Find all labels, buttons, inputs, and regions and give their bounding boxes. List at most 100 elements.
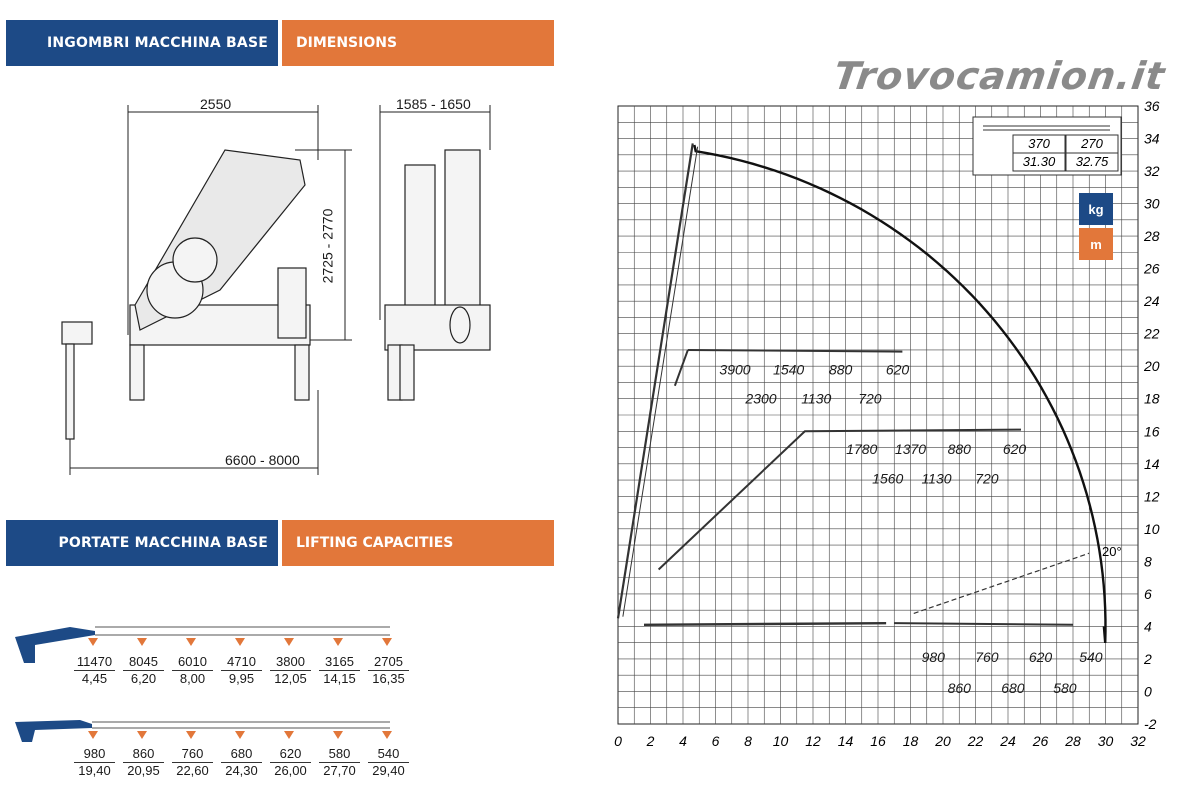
dimensions-banner-en: DIMENSIONS	[282, 20, 554, 66]
y-tick-label: 26	[1143, 261, 1160, 277]
tip-kg-2: 270	[1080, 136, 1103, 151]
boom-vertical	[616, 143, 694, 619]
x-tick-label: 14	[838, 733, 854, 749]
lifting-banner: PORTATE MACCHINA BASE LIFTING CAPACITIES	[6, 520, 554, 566]
x-tick-label: 24	[999, 733, 1016, 749]
y-tick-label: 34	[1144, 131, 1160, 147]
boom-capacity-label: 760	[975, 649, 999, 665]
dim-outrigger-span: 6600 - 8000	[225, 452, 300, 468]
x-tick-label: 6	[712, 733, 720, 749]
tip-m-2: 32.75	[1076, 154, 1109, 169]
y-tick-label: 18	[1144, 391, 1160, 407]
tip-kg-1: 370	[1028, 136, 1050, 151]
boom-capacity-label: 1540	[773, 361, 804, 377]
x-tick-label: 4	[679, 733, 687, 749]
y-tick-label: -2	[1144, 716, 1157, 732]
boom-capacity-label: 980	[922, 649, 946, 665]
x-tick-label: 2	[646, 733, 655, 749]
y-tick-label: 20	[1143, 358, 1160, 374]
boom-capacity-label: 880	[948, 441, 972, 457]
boom-capacity-label: 3900	[719, 361, 750, 377]
boom-jib-20deg	[913, 552, 1090, 614]
y-tick-label: 2	[1143, 651, 1152, 667]
x-tick-label: 20	[934, 733, 951, 749]
y-tick-label: 14	[1144, 456, 1160, 472]
boom-capacity-label: 620	[1029, 649, 1053, 665]
unit-m: m	[1090, 237, 1102, 252]
boom-capacity-label: 860	[948, 680, 972, 696]
y-tick-label: 0	[1144, 683, 1152, 699]
dimensions-banner-it: INGOMBRI MACCHINA BASE	[6, 20, 278, 66]
lifting-banner-it: PORTATE MACCHINA BASE	[6, 520, 278, 566]
boom-capacity-label: 580	[1053, 680, 1077, 696]
boom-capacity-label: 680	[1001, 680, 1025, 696]
y-tick-label: 10	[1144, 521, 1160, 537]
x-tick-label: 22	[967, 733, 984, 749]
boom-capacity-label: 2300	[744, 391, 776, 407]
boom-capacity-label: 1370	[895, 441, 926, 457]
y-tick-label: 30	[1144, 196, 1160, 212]
y-tick-label: 4	[1144, 618, 1152, 634]
main-boom-icon	[15, 626, 392, 663]
reach-envelope	[693, 144, 1107, 644]
unit-kg: kg	[1088, 202, 1103, 217]
x-tick-label: 30	[1098, 733, 1114, 749]
boom-capacity-label: 720	[975, 470, 999, 486]
tip-m-1: 31.30	[1023, 154, 1056, 169]
reach-grid	[617, 105, 1139, 725]
boom-level-4	[643, 621, 887, 626]
x-tick-label: 18	[903, 733, 919, 749]
boom-positions	[616, 143, 1107, 644]
unit-legend: kg m	[1079, 193, 1113, 260]
x-tick-label: 8	[744, 733, 752, 749]
x-tick-label: 26	[1032, 733, 1049, 749]
dimensions-banner: INGOMBRI MACCHINA BASE DIMENSIONS	[6, 20, 554, 66]
jib-boom-icon	[15, 720, 392, 742]
lifting-banner-en: LIFTING CAPACITIES	[282, 520, 554, 566]
dim-side-width: 1585 - 1650	[396, 96, 471, 112]
y-tick-label: 36	[1144, 98, 1160, 114]
x-tick-label: 16	[870, 733, 886, 749]
y-tick-label: 6	[1144, 586, 1152, 602]
y-tick-label: 32	[1144, 163, 1160, 179]
boom-capacity-label: 620	[1003, 441, 1027, 457]
boom-capacity-label: 880	[829, 361, 853, 377]
y-tick-label: 28	[1143, 228, 1160, 244]
y-tick-label: 16	[1144, 423, 1160, 439]
boom-capacity-label: 1130	[801, 391, 831, 407]
boom-capacity-label: 540	[1079, 649, 1103, 665]
boom-capacity-label: 720	[858, 391, 882, 407]
boom-level-20	[687, 348, 903, 353]
boom-capacity-label: 1560	[872, 470, 903, 486]
y-tick-label: 8	[1144, 553, 1152, 569]
boom-vertical-edge	[622, 146, 699, 617]
angle-label: 20°	[1102, 544, 1122, 559]
boom-level-16	[657, 428, 1022, 571]
boom-capacity-label: 1780	[846, 441, 877, 457]
y-tick-label: 12	[1144, 488, 1160, 504]
x-tick-label: 28	[1064, 733, 1081, 749]
x-tick-label: 0	[614, 733, 622, 749]
tip-legend: 370 270 31.30 32.75	[972, 116, 1122, 176]
x-tick-label: 10	[773, 733, 789, 749]
y-tick-label: 22	[1143, 326, 1160, 342]
y-tick-label: 24	[1143, 293, 1160, 309]
